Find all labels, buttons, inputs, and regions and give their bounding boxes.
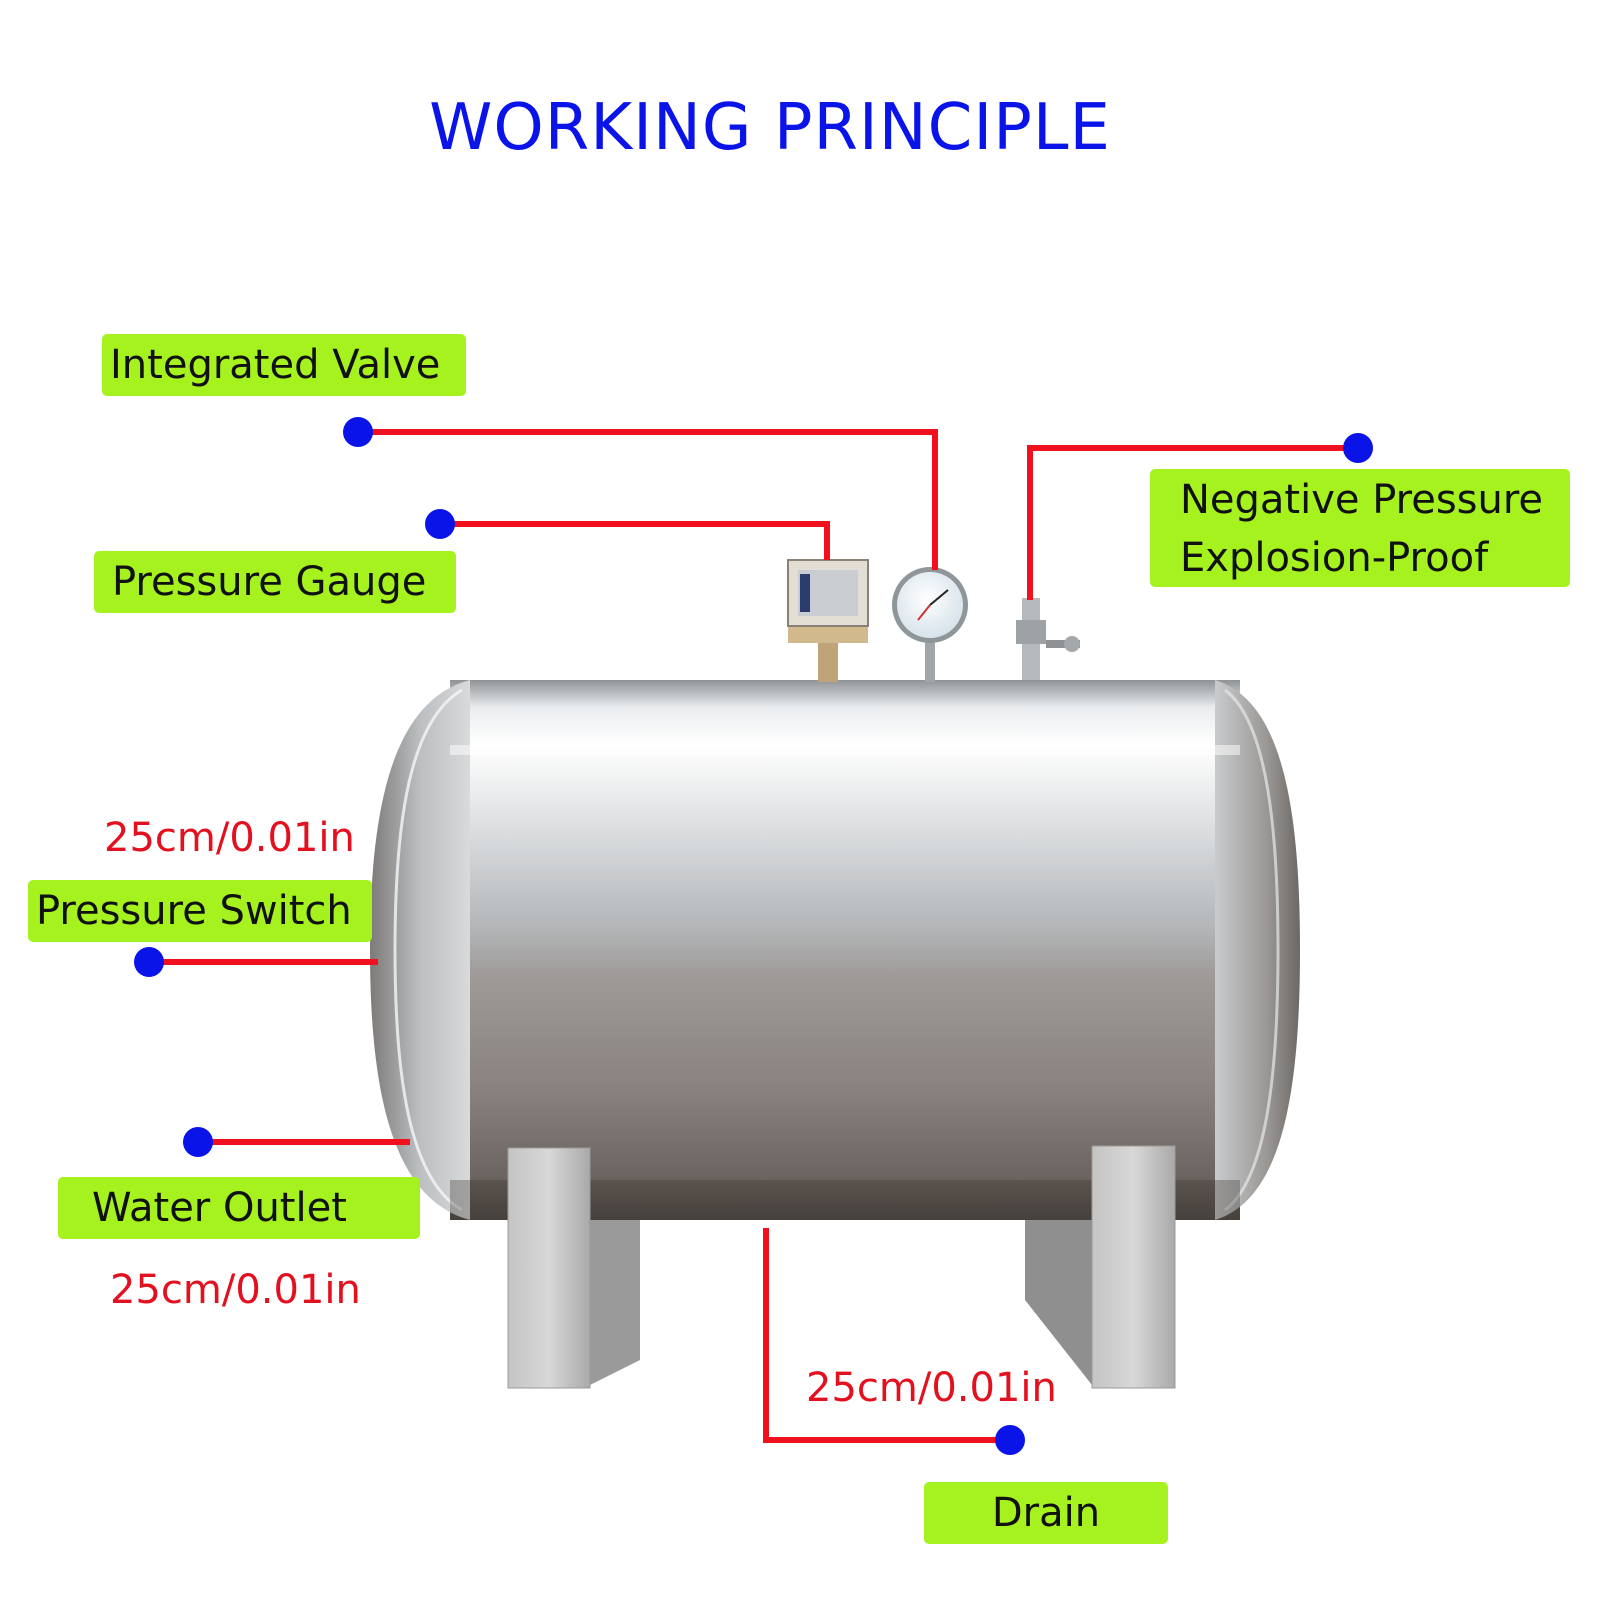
explosion-proof-valve — [1016, 598, 1080, 680]
dimension-pressure-switch: 25cm/0.01in — [104, 815, 355, 861]
dot-pressure-gauge — [425, 509, 455, 539]
leader-dots — [134, 417, 1373, 1455]
pressure-switch-box — [787, 559, 869, 682]
dot-water-outlet — [183, 1127, 213, 1157]
label-water-outlet: Water Outlet — [58, 1177, 420, 1239]
support-legs-front — [507, 1145, 1176, 1389]
dimension-drain: 25cm/0.01in — [806, 1365, 1057, 1411]
dot-integrated-valve — [343, 417, 373, 447]
stainless-steel-tank — [370, 680, 1300, 1220]
label-negative-pressure: Negative Pressure Explosion-Proof — [1150, 469, 1570, 587]
dot-drain — [995, 1425, 1025, 1455]
dot-negative-pressure — [1343, 433, 1373, 463]
pressure-gauge — [892, 567, 968, 682]
label-drain: Drain — [924, 1482, 1168, 1544]
label-negative-pressure-line1: Negative Pressure — [1180, 477, 1544, 523]
label-pressure-gauge: Pressure Gauge — [94, 551, 456, 613]
dimension-water-outlet: 25cm/0.01in — [110, 1267, 361, 1313]
label-negative-pressure-line2: Explosion-Proof — [1180, 535, 1489, 581]
page-title: WORKING PRINCIPLE — [429, 91, 1111, 165]
leader-lines — [149, 429, 1358, 1443]
label-pressure-switch: Pressure Switch — [28, 880, 372, 942]
dot-pressure-switch — [134, 947, 164, 977]
label-integrated-valve: Integrated Valve — [102, 334, 466, 396]
